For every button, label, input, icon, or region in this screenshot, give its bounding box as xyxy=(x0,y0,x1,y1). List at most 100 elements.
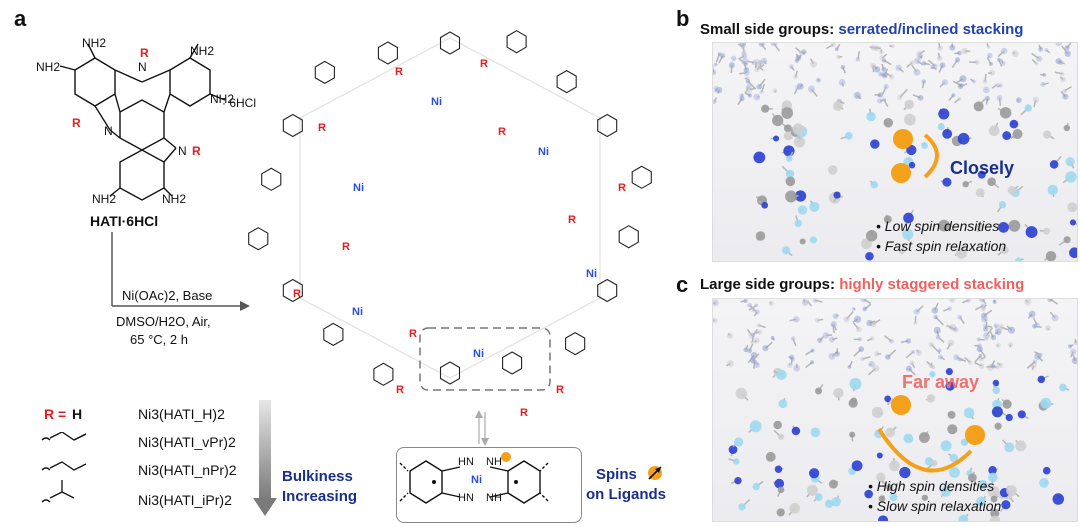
atom xyxy=(913,320,918,325)
atom xyxy=(1065,157,1075,167)
monomer-nh2-1: NH2 xyxy=(82,36,107,50)
atom xyxy=(727,360,734,367)
atom xyxy=(774,465,783,473)
atom xyxy=(782,246,791,255)
atom xyxy=(728,62,735,69)
atom xyxy=(908,161,916,169)
spin-marker xyxy=(891,163,911,183)
atom xyxy=(921,142,928,150)
atom xyxy=(773,420,782,430)
atom xyxy=(1006,485,1017,496)
closeness-arrow xyxy=(923,133,939,179)
bulkiness-label-1: Bulkiness xyxy=(282,468,353,485)
atom xyxy=(783,124,792,133)
atom xyxy=(1049,160,1059,169)
atom xyxy=(942,128,953,139)
atom xyxy=(903,212,914,224)
atom xyxy=(986,45,991,49)
atom xyxy=(937,45,943,51)
atom xyxy=(958,514,969,521)
equilibrium-arrow xyxy=(475,410,489,446)
atom xyxy=(1032,96,1040,104)
atom xyxy=(809,236,818,244)
inset-ni: Ni xyxy=(471,474,482,486)
atom xyxy=(999,107,1012,119)
atom xyxy=(851,306,856,311)
atom xyxy=(749,420,762,433)
bulkiness-label-2: Increasing xyxy=(282,488,358,505)
atom xyxy=(830,322,836,328)
inset-hn-2: HN xyxy=(458,492,474,504)
atom xyxy=(747,348,752,354)
atom xyxy=(983,326,989,332)
atom xyxy=(865,230,878,242)
atom xyxy=(921,494,929,501)
atom xyxy=(976,346,983,353)
reaction-arrow xyxy=(111,232,250,311)
framework-r-12: R xyxy=(520,407,528,419)
atom xyxy=(947,410,956,419)
atom xyxy=(913,68,921,76)
atom xyxy=(990,495,998,503)
atom xyxy=(990,508,1000,518)
atom xyxy=(968,473,977,483)
atom xyxy=(997,323,1004,331)
atom xyxy=(957,357,962,362)
atom xyxy=(940,486,951,497)
atom xyxy=(807,85,815,93)
atom xyxy=(988,466,997,475)
atom xyxy=(773,135,780,142)
atom xyxy=(1015,440,1027,452)
atom xyxy=(895,64,902,72)
inset-box xyxy=(396,447,582,523)
atom xyxy=(1062,88,1067,94)
panel-b-bullet-2-text: Fast spin relaxation xyxy=(884,238,1007,254)
atom xyxy=(913,308,920,315)
atom xyxy=(959,75,967,83)
atom xyxy=(720,53,726,59)
atom xyxy=(849,377,862,390)
atom xyxy=(897,94,903,100)
atom xyxy=(1011,50,1019,58)
atom xyxy=(1047,184,1059,196)
atom xyxy=(840,65,845,70)
atom xyxy=(741,45,746,49)
atom xyxy=(866,319,873,327)
atom xyxy=(872,364,880,372)
atom xyxy=(874,351,880,357)
atom xyxy=(853,91,861,100)
atom xyxy=(858,337,862,342)
atom xyxy=(760,57,768,65)
atom xyxy=(1002,131,1012,141)
atom xyxy=(978,362,985,369)
atom xyxy=(1067,344,1072,349)
atom xyxy=(945,368,953,376)
atom xyxy=(734,476,742,485)
atom xyxy=(977,170,986,179)
atom xyxy=(1060,76,1066,83)
atom xyxy=(733,437,744,447)
atom xyxy=(1063,236,1071,244)
atom xyxy=(713,99,717,104)
atom xyxy=(1002,399,1012,409)
atom xyxy=(932,63,938,69)
atom xyxy=(1044,48,1049,52)
framework-ring xyxy=(323,322,344,347)
atom xyxy=(833,191,841,199)
atom xyxy=(1012,129,1023,140)
atom xyxy=(751,333,756,338)
atom xyxy=(830,43,836,48)
atom xyxy=(886,484,893,492)
atom xyxy=(860,299,867,303)
framework-ring xyxy=(439,31,461,55)
atom xyxy=(831,496,841,507)
atom xyxy=(940,440,952,452)
atom xyxy=(753,151,766,164)
framework-ni-left: Ni xyxy=(353,182,364,194)
atom xyxy=(997,57,1002,62)
atom xyxy=(973,101,984,112)
atom xyxy=(828,479,838,489)
atom xyxy=(937,348,942,353)
atom xyxy=(816,77,821,83)
atom xyxy=(937,354,943,360)
